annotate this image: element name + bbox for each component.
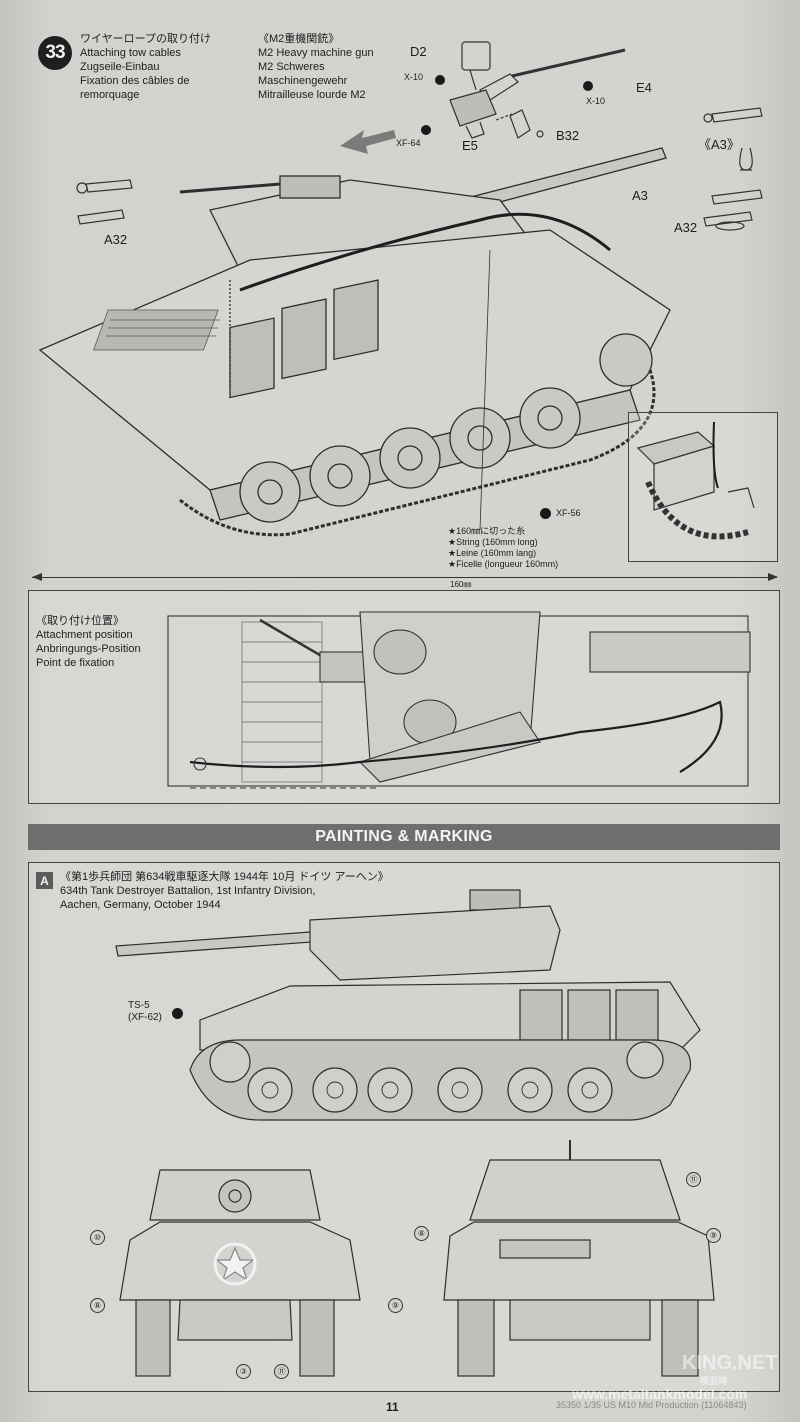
attachment-drawing <box>167 611 751 789</box>
attachment-caption-ja: 《取り付け位置》 <box>36 615 124 627</box>
string-note-de: ★Leine (160mm lang) <box>448 548 537 558</box>
part-label-a3: A3 <box>632 188 648 203</box>
step-title-fr-1: Fixation des câbles de <box>80 75 190 87</box>
string-note-ja: ★160㎜に切った糸 <box>448 526 526 536</box>
step-title-de: Zugseile-Einbau <box>80 61 160 73</box>
decal-callout-front-11: ⑪ <box>274 1364 289 1379</box>
step-title-ja: ワイヤーロープの取り付け <box>80 33 212 45</box>
decal-callout-rear-11: ⑪ <box>686 1172 701 1187</box>
gun-caption-de-2: Maschinengewehr <box>258 75 348 87</box>
paint-dot-xf56 <box>540 508 551 519</box>
step-title-en: Attaching tow cables <box>80 47 181 59</box>
attachment-caption-en: Attachment position <box>36 629 133 641</box>
part-label-a3-bracket: 《A3》 <box>698 137 740 152</box>
string-note-fr: ★Ficelle (longueur 160mm) <box>448 559 559 569</box>
decal-callout-front-9: ⑨ <box>388 1298 403 1313</box>
watermark-brand: KING.NET <box>682 1352 778 1374</box>
part-label-a32-left: A32 <box>104 232 128 247</box>
gun-caption-de-1: M2 Schweres <box>258 61 325 73</box>
front-view-drawing <box>119 1169 361 1377</box>
paint-label-x10-right: X-10 <box>586 96 606 106</box>
paint-label-xf64: XF-64 <box>396 138 421 148</box>
attachment-caption-fr: Point de fixation <box>36 657 115 669</box>
paint-label-xf56: XF-56 <box>556 508 581 518</box>
marking-caption-en-1: 634th Tank Destroyer Battalion, 1st Infa… <box>60 885 316 897</box>
paint-callout: TS-5 (XF-62) <box>128 1000 162 1024</box>
rear-view-drawing <box>443 1140 715 1377</box>
decal-callout-front-3: ③ <box>236 1364 251 1379</box>
paint-callout-ts5: TS-5 <box>128 1000 150 1011</box>
page-number: 11 <box>386 1400 399 1414</box>
dimension-label: 160㎜ <box>450 580 472 589</box>
part-label-b32: B32 <box>556 128 580 143</box>
watermark-site: www.metaltankmodel.com <box>572 1386 748 1402</box>
a32-left-drawing <box>76 179 133 225</box>
decal-callout-rear-9: ⑨ <box>706 1228 721 1243</box>
section-header-painting-marking: PAINTING & MARKING <box>28 824 780 850</box>
gun-caption-fr: Mitrailleuse lourde M2 <box>258 89 366 101</box>
marking-caption: 《第1歩兵師団 第634戦車駆逐大隊 1944年 10月 ドイツ アーヘン》 6… <box>60 870 389 912</box>
step-number-badge: 33 <box>38 36 72 70</box>
watermark-cn: 模型网 <box>700 1376 728 1386</box>
dimension-arrows <box>32 573 778 581</box>
side-profile-drawing <box>115 889 701 1121</box>
marking-scheme-badge: A <box>36 872 53 889</box>
paint-label-x10-left: X-10 <box>404 72 424 82</box>
gun-caption-en: M2 Heavy machine gun <box>258 47 374 59</box>
step-title: ワイヤーロープの取り付け Attaching tow cables Zugsei… <box>80 32 211 102</box>
decal-callout-front-10: ⑩ <box>90 1230 105 1245</box>
paint-callout-xf62: (XF-62) <box>128 1012 162 1023</box>
attachment-caption: 《取り付け位置》 Attachment position Anbringungs… <box>36 614 141 670</box>
step-title-fr-2: remorquage <box>80 89 140 101</box>
marking-caption-en-2: Aachen, Germany, October 1944 <box>60 899 221 911</box>
detail-inset-drawing <box>636 421 755 540</box>
attachment-caption-de: Anbringungs-Position <box>36 643 141 655</box>
decal-callout-rear-8: ⑧ <box>414 1226 429 1241</box>
direction-arrow <box>340 130 396 154</box>
part-label-e4: E4 <box>636 80 652 95</box>
paint-dot-ts5 <box>172 1008 183 1019</box>
marking-caption-ja: 《第1歩兵師団 第634戦車駆逐大隊 1944年 10月 ドイツ アーヘン》 <box>60 871 389 883</box>
footer-product-code: 35350 1/35 US M10 Mid Production (110648… <box>556 1400 747 1410</box>
gun-caption: 《M2重機関銃》 M2 Heavy machine gun M2 Schwere… <box>258 32 374 102</box>
tank-assembly-drawing <box>38 147 671 537</box>
string-note-en: ★String (160mm long) <box>448 537 538 547</box>
part-label-e5: E5 <box>462 138 478 153</box>
m2-gun-drawing <box>421 41 626 139</box>
string-note: ★160㎜に切った糸 ★String (160mm long) ★Leine (… <box>448 526 558 570</box>
part-label-a32-right: A32 <box>674 220 698 235</box>
part-label-d2: D2 <box>410 44 427 59</box>
decal-callout-front-8: ⑧ <box>90 1298 105 1313</box>
dimension-line <box>32 577 777 578</box>
gun-caption-ja: 《M2重機関銃》 <box>258 33 340 45</box>
a3-parts-drawing <box>703 107 763 231</box>
